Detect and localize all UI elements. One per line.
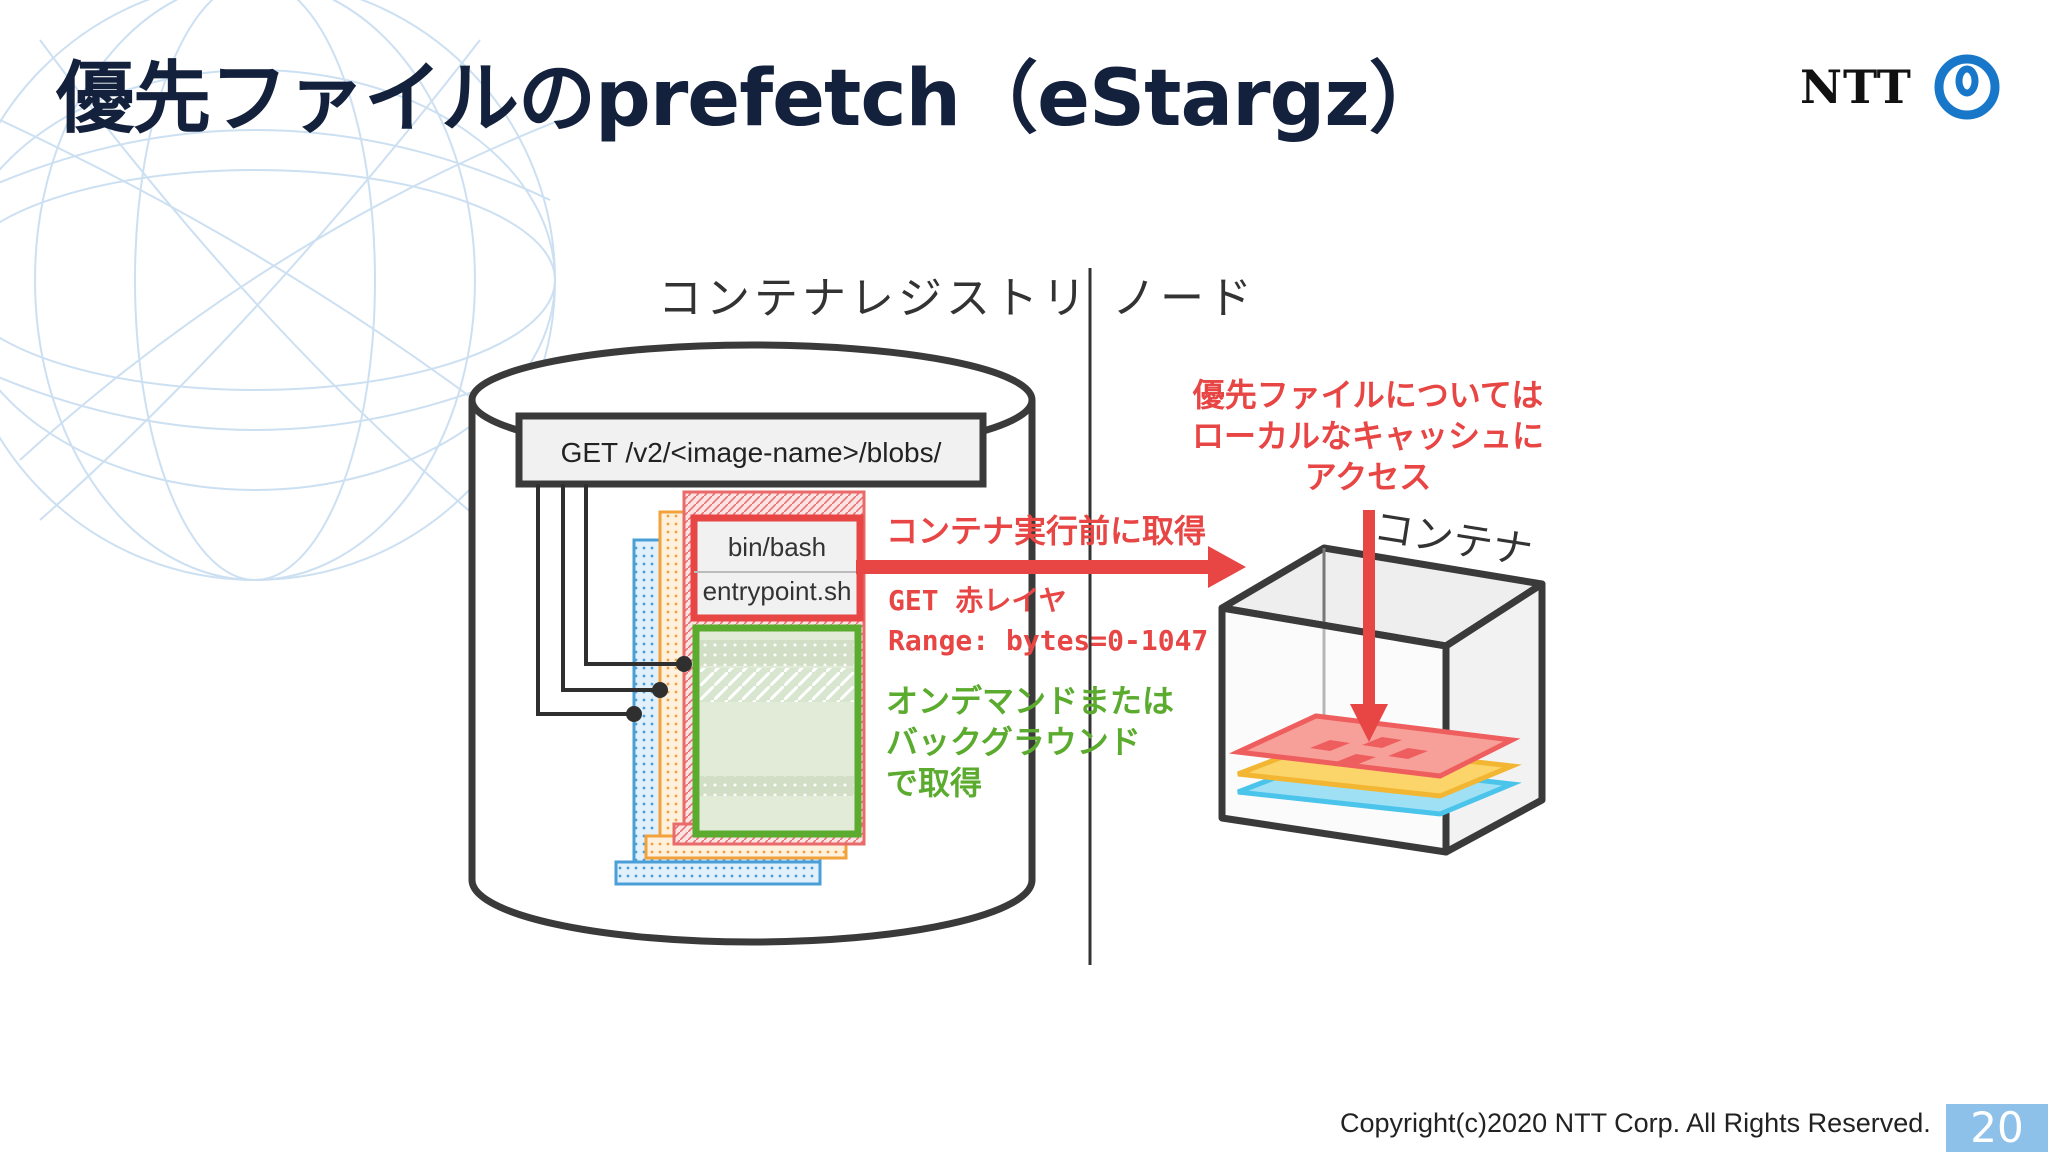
page-number: 20 [1946,1104,2048,1152]
prefetch-label: コンテナ実行前に取得 [886,512,1206,550]
ntt-swirl-icon [1934,54,2000,120]
cache-access-arrow [1350,510,1388,742]
ondemand-line-2: バックグラウンド [886,723,1141,761]
slide-title: 優先ファイルのprefetch（eStargz） [56,54,1447,144]
request-label: GET /v2/<image-name>/blobs/ [561,437,942,468]
get-red-layer-label: GET 赤レイヤ [888,584,1067,617]
connector-dot-orange [652,682,668,698]
range-label: Range: bytes=0-1047 [888,624,1208,657]
prefetch-arrow [856,546,1246,588]
request-box [515,412,987,488]
file-entrypoint: entrypoint.sh [703,576,852,606]
copyright-footer: Copyright(c)2020 NTT Corp. All Rights Re… [1340,1108,1931,1138]
ondemand-line-1: オンデマンドまたは [886,682,1174,720]
local-cache-line-3: アクセス [1305,458,1431,496]
logo-text: NTT [1800,60,1912,114]
node-header: ノード [1112,273,1256,324]
registry-header: コンテナレジストリ [658,273,1090,324]
local-cache-line-2: ローカルなキャッシュに [1192,417,1544,455]
file-bin-bash: bin/bash [728,532,826,562]
connector-dot-red [676,656,692,672]
ntt-logo: NTT [1800,54,2000,120]
ondemand-line-3: で取得 [886,764,982,802]
connector-dot-blue [626,706,642,722]
cached-layers [1228,713,1522,817]
ondemand-region [692,624,862,838]
local-cache-line-1: 優先ファイルについては [1192,376,1543,414]
connector-lines [536,484,684,716]
